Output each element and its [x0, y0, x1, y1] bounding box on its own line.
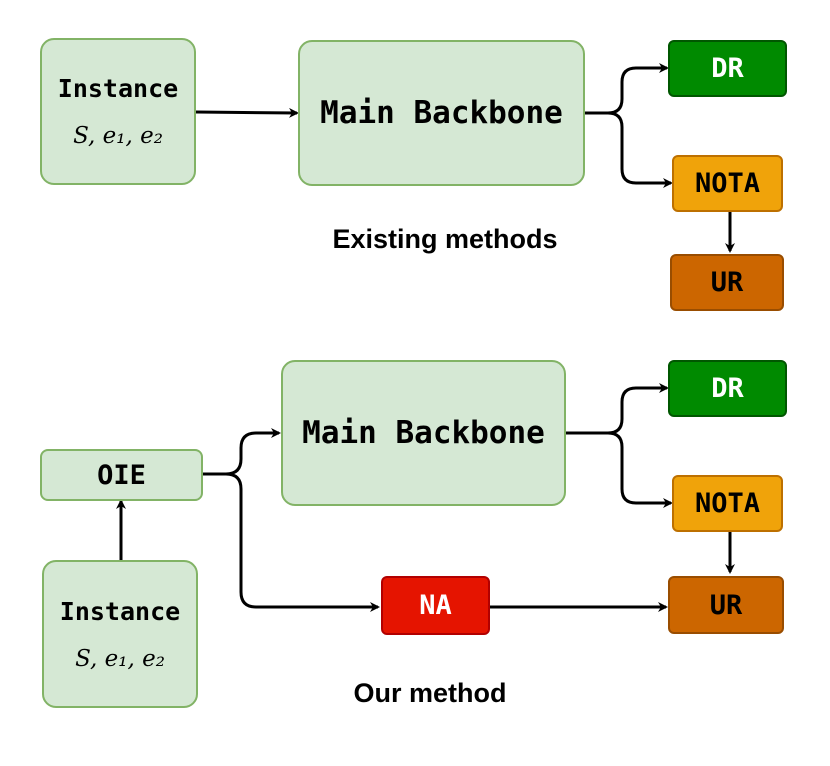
ur-box-top: UR [670, 254, 784, 311]
ur-label-top: UR [710, 267, 744, 298]
nota-box-bottom: NOTA [672, 475, 783, 532]
dr-box-top: DR [668, 40, 787, 97]
na-label: NA [419, 590, 452, 621]
ur-box-bottom: UR [668, 576, 784, 634]
arrow-backbone-to-dr [585, 63, 669, 115]
instance-box-top: Instance S, e₁, e₂ [40, 38, 196, 185]
main-backbone-box-top: Main Backbone [298, 40, 585, 186]
dr-label-top: DR [711, 53, 744, 84]
nota-box-top: NOTA [672, 155, 783, 212]
main-backbone-label-top: Main Backbone [320, 95, 563, 131]
instance-title-top: Instance [57, 74, 179, 103]
arrow-backbone-to-nota [607, 111, 673, 188]
dr-label-bottom: DR [711, 373, 744, 404]
nota-label-bottom: NOTA [694, 488, 761, 519]
main-backbone-box-bottom: Main Backbone [281, 360, 566, 506]
arrow-oie-to-na [225, 472, 380, 612]
instance-box-bottom: Instance S, e₁, e₂ [42, 560, 198, 708]
arrow-instance-to-backbone [195, 107, 299, 118]
oie-box: OIE [40, 449, 203, 501]
na-box: NA [381, 576, 490, 635]
instance-math-bottom: S, e₁, e₂ [75, 645, 165, 672]
caption-existing-methods: Existing methods [332, 224, 558, 254]
dr-box-bottom: DR [668, 360, 787, 417]
oie-label: OIE [97, 459, 146, 491]
instance-math-top: S, e₁, e₂ [73, 123, 163, 149]
main-backbone-label-bottom: Main Backbone [302, 415, 545, 451]
arrow-backbone-to-dr-bottom [565, 383, 669, 435]
instance-title-bottom: Instance [59, 596, 181, 626]
nota-label-top: NOTA [694, 168, 761, 199]
arrow-backbone-to-nota-bottom [607, 431, 673, 508]
arrow-oie-to-backbone [202, 428, 281, 476]
ur-label-bottom: UR [709, 589, 743, 621]
caption-our-method: Our method [353, 678, 507, 708]
